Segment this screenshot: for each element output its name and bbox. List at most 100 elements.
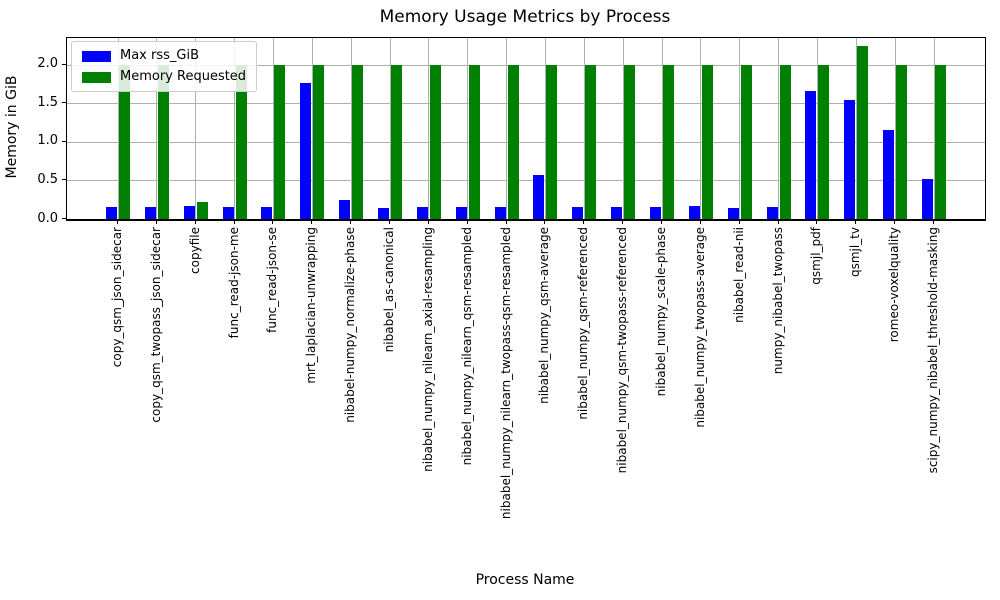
x-gridline [156,38,158,219]
x-tick-mark [816,220,818,224]
x-tick-mark [389,220,390,224]
bar-max-rss-gib-copyfile [183,205,195,219]
bar-max-rss-gib-func_read-json-se [261,207,273,219]
x-tick-label-func_read-json-se: func_read-json-se [265,227,280,333]
x-gridline [428,38,430,219]
x-tick-label-qsmjl_tv: qsmjl_tv [848,227,863,278]
legend-item: Max rss_GiB [82,49,246,63]
y-gridline [67,103,985,105]
bar-max-rss-gib-nibabel_numpy_nilearn_axial-resampling [416,207,428,219]
x-gridline [350,38,352,219]
bar-max-rss-gib-nibabel_numpy_twopass-average [688,205,700,219]
x-tick-label-nibabel_numpy_twopass-average: nibabel_numpy_twopass-average [692,227,707,428]
x-gridline [234,38,236,219]
x-tick-mark [272,220,274,224]
bar-memory-requested-copyfile [196,202,208,219]
bar-memory-requested-qsmjl_pdf [818,64,830,219]
x-tick-mark [117,220,118,224]
x-tick-mark [427,220,429,224]
x-tick-mark [738,220,740,224]
x-tick-mark [505,220,507,224]
x-tick-label-scipy_numpy_nibabel_threshold-masking: scipy_numpy_nibabel_threshold-masking [926,227,940,474]
bar-memory-requested-func_read-json-se [274,64,286,219]
bar-memory-requested-nibabel_numpy_qsm-referenced [585,64,597,219]
bar-max-rss-gib-nibabel_read-nii [727,208,739,219]
x-gridline [933,38,935,219]
bar-max-rss-gib-copy_qsm_twopass_json_sidecar [144,206,156,219]
y-gridline [67,180,985,182]
plot-area [66,37,986,221]
bar-memory-requested-nibabel_read-nii [740,64,752,219]
bar-memory-requested-nibabel_numpy_qsm-average [546,64,558,219]
x-tick-mark [661,220,662,224]
x-tick-mark [194,220,196,224]
x-tick-label-nibabel_numpy_qsm-twopass-referenced: nibabel_numpy_qsm-twopass-referenced [615,227,630,474]
bar-max-rss-gib-nibabel-numpy_normalize-phase [339,199,351,219]
y-axis-label: Memory in GiB [4,75,20,179]
x-tick-mark [622,220,624,224]
x-tick-label-nibabel_read-nii: nibabel_read-nii [731,227,746,323]
y-tick-mark [62,140,66,142]
x-gridline [894,38,896,219]
x-gridline [816,38,818,219]
x-tick-mark [233,220,235,224]
x-gridline [700,38,702,219]
bar-max-rss-gib-romeo-voxelquality [883,129,895,219]
x-tick-mark [933,220,934,224]
legend-item: Memory Requested [82,70,246,84]
x-tick-mark [699,220,701,224]
bar-max-rss-gib-nibabel_numpy_nilearn_qsm-resampled [455,206,467,219]
x-axis-label: Process Name [475,572,575,588]
bar-memory-requested-copy_qsm_json_sidecar [119,64,130,219]
x-gridline [739,38,741,219]
y-tick-label: 1.0 [37,133,58,149]
legend: Max rss_GiB Memory Requested [71,41,258,92]
x-tick-mark [855,220,857,224]
x-tick-label-nibabel_numpy_qsm-referenced: nibabel_numpy_qsm-referenced [576,227,591,420]
bar-memory-requested-copy_qsm_twopass_json_sidecar [157,64,169,219]
bar-memory-requested-nibabel_numpy_nilearn_twopass-qsm-resampled [507,64,519,219]
x-tick-label-copyfile: copyfile [187,227,202,274]
x-tick-label-nibabel_numpy_scale-phase: nibabel_numpy_scale-phase [654,227,668,397]
bar-max-rss-gib-func_read-json-me [222,207,234,219]
x-tick-label-nibabel_numpy_qsm-average: nibabel_numpy_qsm-average [537,227,552,404]
y-tick-mark [62,179,66,181]
x-gridline [583,38,585,219]
x-gridline [622,38,624,219]
x-tick-label-nibabel_numpy_nilearn_axial-resampling: nibabel_numpy_nilearn_axial-resampling [420,227,435,472]
bar-memory-requested-nibabel_as-canonical [391,64,402,219]
bar-max-rss-gib-nibabel_numpy_scale-phase [650,206,661,219]
bar-memory-requested-romeo-voxelquality [896,64,908,219]
x-gridline [778,38,780,219]
y-tick-label: 0.0 [37,210,58,226]
y-gridline [67,141,985,143]
y-tick-label: 1.5 [37,94,58,110]
y-tick-mark [62,63,66,65]
bar-max-rss-gib-numpy_nibabel_twopass [766,207,778,219]
x-gridline [661,38,663,219]
y-tick-mark [62,102,66,104]
bar-memory-requested-nibabel_numpy_twopass-average [701,64,713,219]
x-tick-mark [544,220,546,224]
y-tick-label: 2.0 [37,56,58,72]
x-tick-label-copy_qsm_twopass_json_sidecar: copy_qsm_twopass_json_sidecar [148,227,163,423]
x-tick-label-nibabel_numpy_nilearn_qsm-resampled: nibabel_numpy_nilearn_qsm-resampled [459,227,474,466]
bar-max-rss-gib-nibabel_numpy_qsm-average [533,175,545,219]
bar-memory-requested-scipy_numpy_nibabel_threshold-masking [935,64,946,219]
x-gridline [855,38,857,219]
x-gridline [506,38,508,219]
legend-label: Max rss_GiB [120,48,200,63]
bar-memory-requested-nibabel_numpy_nilearn_qsm-resampled [468,64,480,219]
y-tick-mark [62,218,66,219]
x-tick-label-qsmjl_pdf: qsmjl_pdf [809,227,824,285]
bar-max-rss-gib-scipy_numpy_nibabel_threshold-masking [922,178,933,219]
x-tick-mark [583,220,585,224]
bar-memory-requested-func_read-json-me [235,64,247,219]
x-tick-mark [350,220,352,224]
x-tick-mark [155,220,157,224]
x-gridline [117,38,119,219]
y-tick-label: 0.5 [37,171,58,187]
x-tick-label-mrt_laplacian-unwrapping: mrt_laplacian-unwrapping [304,227,319,384]
x-tick-label-func_read-json-me: func_read-json-me [226,227,241,339]
